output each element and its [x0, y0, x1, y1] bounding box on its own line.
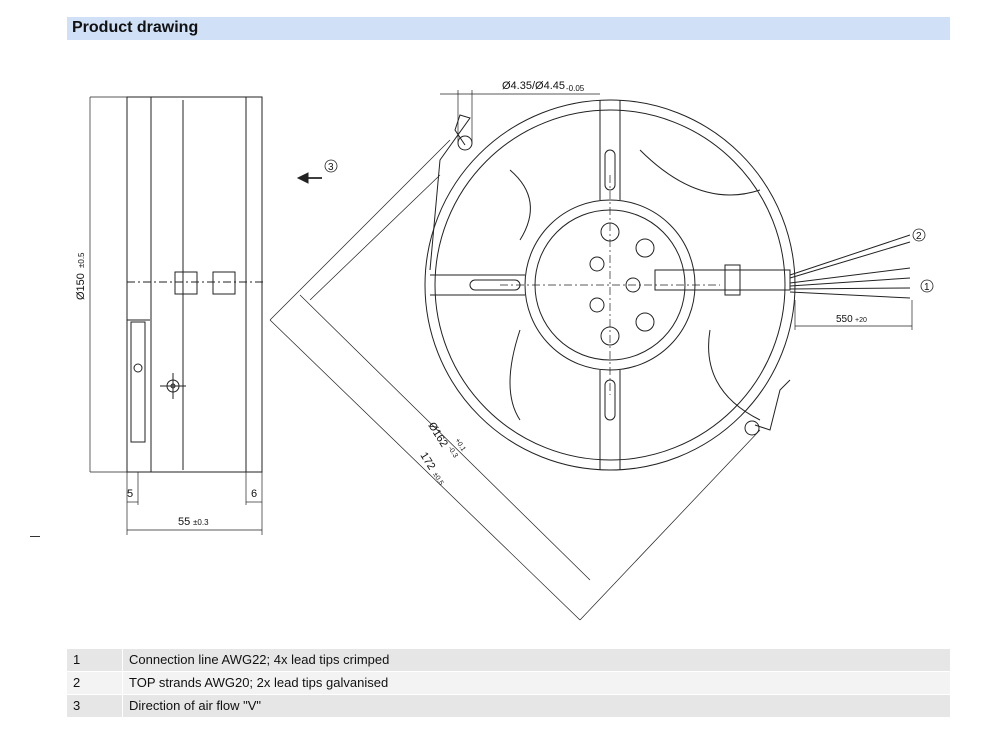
dim-lead-length: 550 [836, 314, 853, 325]
legend-table: 1 Connection line AWG22; 4x lead tips cr… [67, 649, 950, 718]
dim-hole-tol: -0.05 [566, 84, 585, 93]
callout-2: 2 [916, 231, 922, 242]
section-title: Product drawing [72, 19, 199, 36]
legend-text: TOP strands AWG20; 2x lead tips galvanis… [129, 675, 389, 690]
dim-diagonal: 172 [417, 450, 437, 472]
dim-diameter-tol-down: -0.3 [446, 445, 458, 459]
dim-diameter: Ø162 [425, 420, 449, 449]
dim-right-offset: 6 [251, 488, 257, 500]
callout-1: 1 [924, 282, 930, 293]
dim-lead-tol: +20 [855, 317, 867, 324]
dim-depth-tol: ±0.3 [193, 518, 209, 527]
dim-height: Ø150 [75, 273, 87, 300]
product-drawing: Ø150 ±0.5 5 6 55 ±0.3 Ø4.35/Ø4.45 -0.05 … [75, 80, 934, 621]
front-view [269, 90, 913, 621]
margin-dash [30, 536, 40, 537]
legend-row: 1 Connection line AWG22; 4x lead tips cr… [67, 649, 950, 671]
legend-text: Direction of air flow "V" [129, 698, 262, 713]
legend-number: 3 [73, 698, 81, 713]
legend-row: 3 Direction of air flow "V" [67, 695, 950, 717]
legend-row: 2 TOP strands AWG20; 2x lead tips galvan… [67, 672, 950, 694]
dim-diagonal-tol: ±0.5 [431, 471, 444, 486]
section-header: Product drawing [67, 17, 950, 40]
airflow-arrow [296, 172, 322, 184]
legend-text: Connection line AWG22; 4x lead tips crim… [129, 652, 390, 667]
dim-height-tol: ±0.5 [77, 252, 86, 268]
callout-3: 3 [328, 162, 334, 173]
dim-hole: Ø4.35/Ø4.45 [502, 80, 565, 92]
side-view [89, 96, 265, 535]
legend-number: 1 [73, 652, 81, 667]
dim-left-offset: 5 [127, 488, 133, 500]
legend-number: 2 [73, 675, 81, 690]
dim-depth: 55 [178, 516, 190, 528]
